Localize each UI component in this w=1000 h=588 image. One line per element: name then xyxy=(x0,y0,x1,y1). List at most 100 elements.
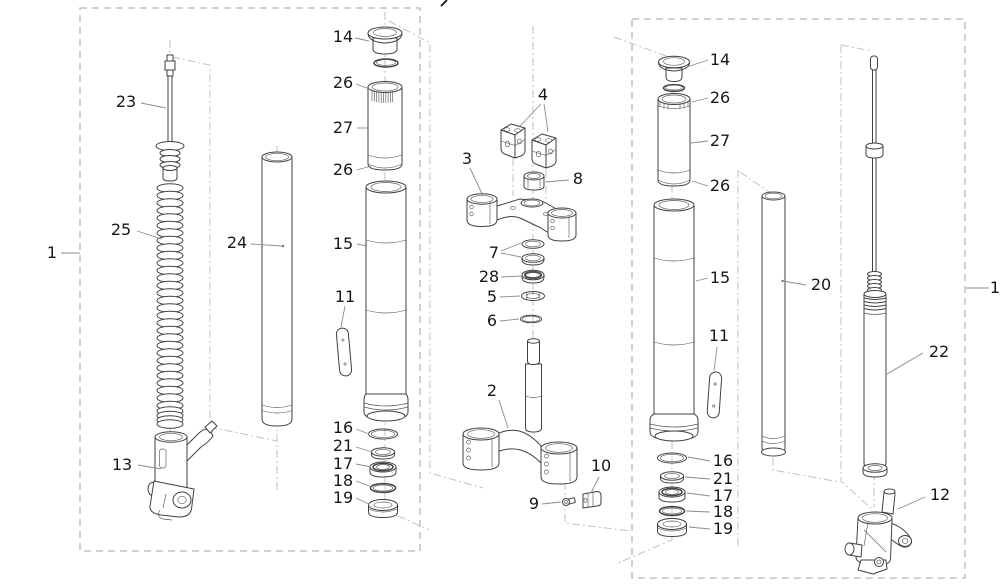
callout-8: 8 xyxy=(573,169,583,188)
callout-6: 6 xyxy=(487,311,497,330)
bushing-hatch xyxy=(371,90,394,103)
callout-11-right: 11 xyxy=(709,326,729,345)
leader-line xyxy=(686,492,711,497)
part-10-clamp-wedge xyxy=(582,491,602,509)
callout-22: 22 xyxy=(929,342,949,361)
leader-line xyxy=(499,318,520,322)
part-23-damper-rod xyxy=(155,54,185,182)
leader-line xyxy=(355,83,373,91)
leader-line xyxy=(355,446,373,453)
callout-20: 20 xyxy=(811,275,831,294)
part-14-fork-cap-right xyxy=(658,55,690,82)
callout-19-right: 19 xyxy=(713,519,733,538)
callout-25: 25 xyxy=(111,220,131,239)
part-8-steering-stem-nut xyxy=(523,171,545,191)
callout-17-left: 17 xyxy=(333,454,353,473)
callout-4: 4 xyxy=(538,85,548,104)
callout-28: 28 xyxy=(479,267,499,286)
part-16-stop-ring-left xyxy=(368,428,398,440)
part-20-outer-tube-right xyxy=(761,191,786,457)
leader-lines xyxy=(61,37,989,530)
leader-line xyxy=(500,275,522,278)
callout-23: 23 xyxy=(116,92,136,111)
part-13-axle-holder-left xyxy=(147,420,218,521)
leader-line xyxy=(543,103,549,133)
callout-27-right: 27 xyxy=(710,131,730,150)
leader-line xyxy=(498,399,509,429)
leader-line xyxy=(886,352,924,375)
part-snap-ring-left xyxy=(373,58,399,68)
callout-12: 12 xyxy=(930,485,950,504)
leader-line xyxy=(355,497,370,505)
callout-26-bottom-right: 26 xyxy=(710,176,730,195)
leader-line xyxy=(136,230,163,240)
callout-26-bottom-left: 26 xyxy=(333,160,353,179)
part-21-washer-left xyxy=(371,447,395,460)
part-11-reflector-right xyxy=(706,371,723,419)
leader-line xyxy=(897,496,926,510)
callout-1-left: 1 xyxy=(47,243,57,262)
leader-line xyxy=(688,526,711,530)
part-15-inner-tube-left xyxy=(363,180,409,422)
callout-13: 13 xyxy=(112,455,132,474)
part-21-washer-right xyxy=(660,471,684,484)
callout-14-right: 14 xyxy=(710,50,730,69)
part-27-spacer-with-26-bushings-right xyxy=(657,93,691,187)
callout-2: 2 xyxy=(487,381,497,400)
cropped-title-glyph xyxy=(440,0,448,7)
leader-line xyxy=(356,165,372,171)
callout-21-left: 21 xyxy=(333,436,353,455)
leader-line xyxy=(340,305,346,328)
leader-line xyxy=(545,179,570,183)
leader-line xyxy=(685,510,711,513)
leader-line xyxy=(519,103,542,127)
leader-line xyxy=(713,346,718,372)
leader-line xyxy=(137,464,162,470)
callout-3: 3 xyxy=(462,149,472,168)
callout-15-right: 15 xyxy=(710,268,730,287)
part-22-damper-cartridge xyxy=(862,55,888,478)
leader-line xyxy=(695,277,709,282)
part-2-bottom-triple-clamp xyxy=(462,338,578,485)
leader-line xyxy=(691,180,709,187)
callout-18-left: 18 xyxy=(333,471,353,490)
leader-line xyxy=(500,252,522,258)
leader-line xyxy=(500,242,522,252)
part-15-inner-tube-right xyxy=(649,198,699,442)
leader-line xyxy=(684,476,711,480)
leader-line xyxy=(140,102,167,109)
leader-line xyxy=(469,167,484,197)
left-fork-assembly xyxy=(147,26,409,521)
leader-line xyxy=(687,456,711,462)
callout-11-left: 11 xyxy=(335,287,355,306)
leader-line xyxy=(354,37,370,42)
callout-24: 24 xyxy=(227,233,247,252)
part-9-clamp-screw xyxy=(562,497,576,506)
leader-line xyxy=(690,140,709,144)
callout-27-left: 27 xyxy=(333,118,353,137)
callout-1-right: 1 xyxy=(990,278,1000,297)
callout-18-right: 18 xyxy=(713,502,733,521)
part-19-dust-seal-right xyxy=(657,518,687,537)
callout-5: 5 xyxy=(487,287,497,306)
callout-26-top-left: 26 xyxy=(333,73,353,92)
callout-19-left: 19 xyxy=(333,488,353,507)
part-27-spacer-with-26-bushings-left xyxy=(367,81,403,171)
part-19-dust-seal-left xyxy=(368,499,398,518)
part-5-castellated-ring xyxy=(521,291,545,301)
callout-10: 10 xyxy=(591,456,611,475)
callout-7: 7 xyxy=(489,243,499,262)
part-14-fork-cap-left xyxy=(367,26,403,55)
callout-labels: 1 23 25 13 24 14 26 27 26 15 11 16 21 17… xyxy=(47,27,1000,538)
leader-line xyxy=(686,59,709,68)
leader-line xyxy=(499,295,521,298)
callout-16-left: 16 xyxy=(333,418,353,437)
callout-15-left: 15 xyxy=(333,234,353,253)
leader-line xyxy=(355,428,370,435)
steering-assembly xyxy=(462,123,602,509)
leader-line xyxy=(355,480,373,488)
part-11-reflector-left xyxy=(335,327,353,377)
part-28-steering-bearing xyxy=(521,269,545,284)
